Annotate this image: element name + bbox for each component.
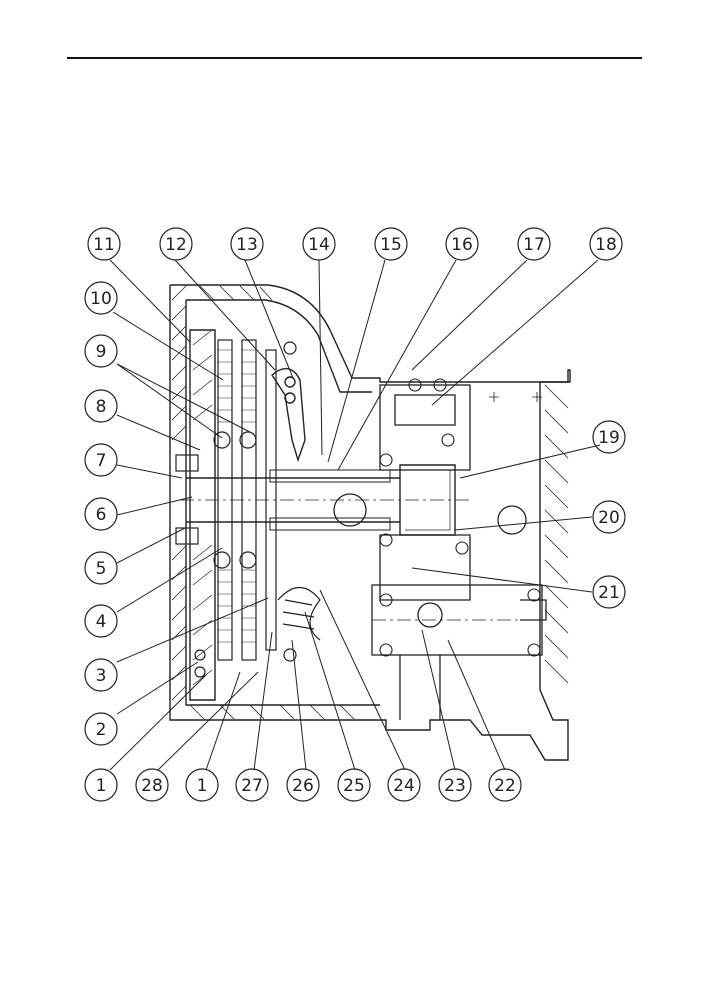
callout-28: 28 bbox=[135, 768, 169, 802]
callout-bubbles: 11 12 13 14 15 16 17 18 10 9 8 7 6 5 4 3… bbox=[84, 227, 626, 802]
svg-text:10: 10 bbox=[90, 289, 112, 309]
callout-12: 12 bbox=[159, 227, 193, 261]
svg-text:18: 18 bbox=[595, 235, 617, 255]
callout-19: 19 bbox=[592, 420, 626, 454]
svg-text:26: 26 bbox=[292, 776, 314, 796]
callout-13: 13 bbox=[230, 227, 264, 261]
callout-1-left: 1 bbox=[84, 768, 118, 802]
callout-5: 5 bbox=[84, 551, 118, 585]
cross-section-drawing bbox=[169, 284, 571, 761]
svg-text:12: 12 bbox=[165, 235, 187, 255]
header-rule bbox=[67, 57, 642, 59]
callout-20: 20 bbox=[592, 500, 626, 534]
callout-3: 3 bbox=[84, 658, 118, 692]
callout-7: 7 bbox=[84, 443, 118, 477]
svg-text:8: 8 bbox=[96, 397, 107, 417]
svg-text:28: 28 bbox=[141, 776, 163, 796]
callout-25: 25 bbox=[337, 768, 371, 802]
callout-15: 15 bbox=[374, 227, 408, 261]
svg-text:24: 24 bbox=[393, 776, 415, 796]
callout-27: 27 bbox=[235, 768, 269, 802]
svg-text:9: 9 bbox=[96, 342, 107, 362]
svg-text:11: 11 bbox=[93, 235, 115, 255]
svg-text:21: 21 bbox=[598, 583, 620, 603]
callout-10: 10 bbox=[84, 281, 118, 315]
callout-23: 23 bbox=[438, 768, 472, 802]
svg-text:7: 7 bbox=[96, 451, 107, 471]
callout-2: 2 bbox=[84, 712, 118, 746]
svg-text:16: 16 bbox=[451, 235, 473, 255]
svg-text:1: 1 bbox=[197, 776, 208, 796]
callout-24: 24 bbox=[387, 768, 421, 802]
callout-1-right: 1 bbox=[185, 768, 219, 802]
svg-text:22: 22 bbox=[494, 776, 516, 796]
svg-text:1: 1 bbox=[96, 776, 107, 796]
svg-text:2: 2 bbox=[96, 720, 107, 740]
svg-text:15: 15 bbox=[380, 235, 402, 255]
leader-lines bbox=[109, 259, 601, 771]
callout-21: 21 bbox=[592, 575, 626, 609]
callout-8: 8 bbox=[84, 389, 118, 423]
svg-text:17: 17 bbox=[523, 235, 545, 255]
callout-11: 11 bbox=[87, 227, 121, 261]
svg-text:5: 5 bbox=[96, 559, 107, 579]
callout-22: 22 bbox=[488, 768, 522, 802]
svg-text:6: 6 bbox=[96, 505, 107, 525]
svg-text:23: 23 bbox=[444, 776, 466, 796]
svg-text:13: 13 bbox=[236, 235, 258, 255]
svg-text:20: 20 bbox=[598, 508, 620, 528]
svg-text:3: 3 bbox=[96, 666, 107, 686]
callout-9: 9 bbox=[84, 334, 118, 368]
callout-26: 26 bbox=[286, 768, 320, 802]
svg-text:4: 4 bbox=[96, 612, 107, 632]
svg-text:25: 25 bbox=[343, 776, 365, 796]
svg-text:19: 19 bbox=[598, 428, 620, 448]
callout-6: 6 bbox=[84, 497, 118, 531]
callout-17: 17 bbox=[517, 227, 551, 261]
svg-text:14: 14 bbox=[308, 235, 330, 255]
callout-4: 4 bbox=[84, 604, 118, 638]
callout-14: 14 bbox=[302, 227, 336, 261]
svg-text:27: 27 bbox=[241, 776, 263, 796]
callout-18: 18 bbox=[589, 227, 623, 261]
callout-16: 16 bbox=[445, 227, 479, 261]
